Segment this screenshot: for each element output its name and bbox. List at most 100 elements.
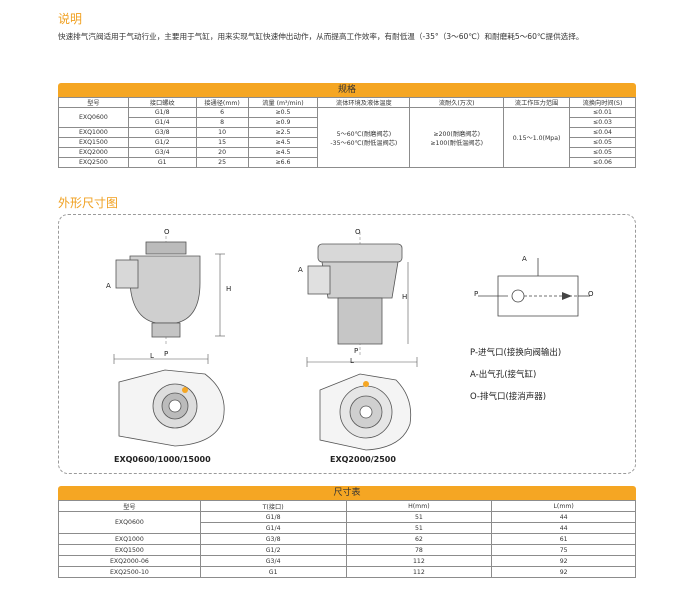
spec-thread: G1/4 [127,117,197,128]
table-row: EXQ2500-10 G1 112 92 [58,566,636,578]
label-o-left: O [164,228,170,236]
spec-model: EXQ2000 [58,147,129,158]
label-h-right: H [402,293,408,301]
spec-table: 型号 接口螺纹 接通径(mm) 流量 (m³/min) 流体环境及液体温度 流耐… [58,97,636,168]
spec-temp-line2: -35～60℃(耐低温阀芯) [330,139,398,147]
spec-time: ≤0.03 [569,117,636,128]
spec-dia: 25 [195,157,249,168]
table-row: EXQ1500 G1/2 78 75 [58,544,636,556]
label-a-left: A [106,282,111,290]
schematic-label-a: A [522,255,527,263]
label-h-left: H [226,285,232,293]
valve-side-view-large [307,232,409,356]
intro-text: 快速排气汽阀适用于气动行业，主要用于气缸，用来实现气缸快速伸出动作，从而提高工作… [58,32,584,41]
size-l: 75 [491,544,636,556]
table-row: EXQ0600 G1/8 51 44 [58,511,636,534]
legend-a: A-出气孔(接气缸) [470,370,537,380]
caption-left-model: EXQ0600/1000/15000 [114,455,211,464]
schematic-label-p: P [474,290,479,298]
size-h: 112 [345,555,493,567]
spec-model: EXQ1000 [58,127,129,138]
size-title: 尺寸表 [333,488,361,498]
spec-title: 规格 [337,85,356,95]
size-header-l: L(mm) [491,500,636,512]
size-title-bar: 尺寸表 [58,486,636,500]
size-l: 92 [491,555,636,567]
table-row: EXQ1000 G3/8 10 ≥2.5 ≤0.04 [58,127,636,138]
spec-title-bar: 规格 [58,83,636,97]
spec-time: ≤0.04 [569,127,636,138]
size-l: 44 [491,511,636,523]
spec-temp: 5～60℃(耐磨阀芯) -35～60℃(耐低温阀芯) [317,107,411,168]
size-h: 62 [345,533,493,545]
spec-dia: 15 [195,137,249,148]
size-h: 112 [345,566,493,578]
valve-top-view-small [118,369,225,447]
size-thread: G1/8 [199,511,347,523]
label-p-left: P [164,350,169,358]
valve-side-view-small [115,236,225,346]
spec-header-time: 流换向时间(S) [569,97,636,108]
valve-schematic-symbol [478,258,590,317]
size-table: 型号 T(接口) H(mm) L(mm) EXQ0600 G1/8 51 44 … [58,500,636,578]
label-p-right: P [354,347,359,355]
spec-model: EXQ2500 [58,157,129,168]
dimension-l-left [113,354,209,364]
outline-title: 外形尺寸图 [58,196,119,210]
size-h: 78 [345,544,493,556]
size-model: EXQ2000-06 [58,555,201,567]
valve-top-view-large [319,373,412,451]
legend-o: O-排气口(接消声器) [470,392,547,402]
size-thread: G1/2 [199,544,347,556]
dimension-l-right [306,357,418,367]
spec-flow: ≥0.9 [247,117,319,128]
size-model: EXQ1000 [58,533,201,545]
spec-thread: G1/2 [127,137,197,148]
size-thread: G3/8 [199,533,347,545]
size-thread: G3/4 [199,555,347,567]
spec-model: EXQ0600 [58,107,129,128]
size-l: 92 [491,566,636,578]
spec-dia: 20 [195,147,249,158]
spec-header-life: 流耐久(万次) [409,97,505,108]
label-l-right: L [350,357,354,365]
spec-header-model: 型号 [58,97,129,108]
label-o-right: O [355,228,361,236]
size-header-h: H(mm) [345,500,493,512]
table-row: EXQ1000 G3/8 62 61 [58,533,636,545]
legend-p: P-进气口(接换向阀输出) [470,348,562,358]
size-h: 51 [345,511,493,523]
spec-life-line1: ≥200(耐磨阀芯) [433,130,480,138]
spec-flow: ≥2.5 [247,127,319,138]
spec-time: ≤0.01 [569,107,636,118]
size-header-model: 型号 [58,500,201,512]
spec-thread: G1/8 [127,107,197,118]
spec-thread: G3/4 [127,147,197,158]
spec-header-temp: 流体环境及液体温度 [317,97,411,108]
table-row: EXQ2000-06 G3/4 112 92 [58,555,636,567]
spec-header-thread: 接口螺纹 [127,97,197,108]
table-row: EXQ0600 G1/8 6 ≥0.5 5～60℃(耐磨阀芯) -35～60℃(… [58,107,636,168]
table-row: G1/4 8 ≥0.9 ≤0.03 [59,117,636,128]
spec-time: ≤0.05 [569,137,636,148]
size-model: EXQ2500-10 [58,566,201,578]
spec-dia: 10 [195,127,249,138]
size-l: 61 [491,533,636,545]
size-thread: G1/4 [199,522,347,534]
label-a-right: A [298,266,303,274]
spec-header-dia: 接通径(mm) [195,97,249,108]
spec-time: ≤0.06 [569,157,636,168]
spec-flow: ≥6.6 [247,157,319,168]
spec-time: ≤0.05 [569,147,636,158]
spec-life-line2: ≥100(耐低温阀芯) [430,139,484,147]
table-row: EXQ2500 G1 25 ≥6.6 ≤0.06 [58,157,636,168]
spec-flow: ≥4.5 [247,147,319,158]
spec-pressure: 0.15～1.0(Mpa) [503,107,571,168]
size-model: EXQ0600 [58,511,201,534]
size-h: 51 [345,522,493,534]
label-l-left: L [150,352,154,360]
size-l: 44 [491,522,636,534]
schematic-label-o: O [588,290,594,298]
spec-dia: 8 [195,117,249,128]
spec-dia: 6 [195,107,249,118]
